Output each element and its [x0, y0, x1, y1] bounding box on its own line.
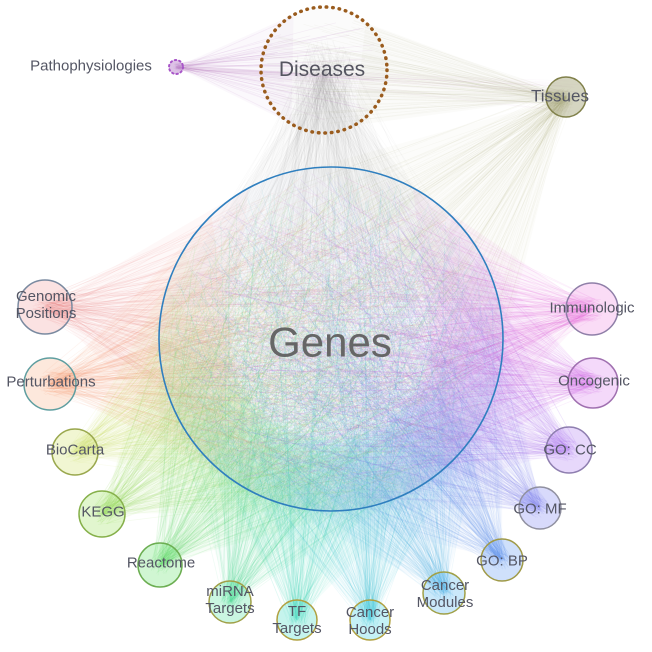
node-circle-perturbations[interactable] [23, 357, 77, 411]
edge-fan-diseases-genes [167, 39, 498, 505]
edge-wash-genomic-positions-genes [45, 188, 249, 469]
node-circle-biocarta[interactable] [51, 428, 99, 476]
edge-fan-go-mf-genes [175, 172, 551, 518]
edge-wash-tissues-diseases [354, 22, 566, 126]
node-circle-go-mf[interactable] [518, 486, 562, 530]
edge-fan-tissues-diseases [264, 19, 576, 124]
node-circle-oncogenic[interactable] [567, 357, 619, 409]
edge-wash-oncogenic-genes [405, 216, 593, 495]
edge-fan-go-bp-genes [168, 172, 513, 570]
node-circle-immunologic[interactable] [565, 282, 619, 336]
node-circle-reactome[interactable] [137, 542, 183, 588]
edge-fan-perturbations-genes [37, 175, 488, 496]
edge-fan-tf-targets-genes [172, 176, 494, 630]
edge-fan-immunologic-genes [168, 177, 604, 500]
edge-wash-cancer-hoods-genes [205, 417, 485, 620]
edge-wash-tf-targets-genes [179, 420, 460, 620]
node-circle-mirna-targets[interactable] [208, 580, 252, 624]
edge-wash-reactome-genes [159, 332, 384, 565]
edge-wash-mirna-targets-genes [164, 380, 428, 602]
node-circle-tissues[interactable] [545, 76, 587, 118]
edge-wash-pathophysiologies-diseases [176, 14, 294, 124]
node-circle-pathophysiologies[interactable] [168, 59, 184, 75]
edge-wash-kegg-genes [102, 287, 339, 514]
node-circle-cancer-modules[interactable] [422, 571, 466, 615]
wash-layer [45, 14, 593, 620]
node-circle-genomic-positions[interactable] [17, 279, 73, 335]
edge-fan-cancer-modules-genes [167, 183, 490, 604]
node-circle-tf-targets[interactable] [276, 599, 318, 641]
edge-fan-mirna-targets-genes [169, 179, 492, 612]
edge-fan-go-cc-genes [180, 178, 580, 492]
edge-wash-biocarta-genes [75, 249, 298, 508]
edge-wash-go-mf-genes [319, 291, 540, 511]
edge-wash-perturbations-genes [50, 215, 256, 494]
edge-fan-tissues-genes [167, 87, 576, 505]
node-circle-kegg[interactable] [78, 490, 126, 538]
edges-layer [32, 17, 605, 630]
node-circle-cancer-hoods[interactable] [349, 599, 391, 641]
node-circle-go-bp[interactable] [480, 538, 524, 582]
edge-fan-genomic-positions-genes [32, 183, 497, 505]
edge-fan-pathophysiologies-tissues [173, 63, 582, 113]
edge-wash-go-bp-genes [279, 330, 503, 560]
node-circle-diseases[interactable] [259, 5, 389, 135]
edge-fan-biocarta-genes [64, 176, 492, 494]
edge-fan-cancer-hoods-genes [173, 186, 492, 630]
edge-wash-cancer-modules-genes [242, 371, 500, 593]
genes-circle[interactable] [158, 166, 504, 512]
edge-fan-pathophysiologies-diseases [172, 17, 380, 125]
node-circle-go-cc[interactable] [545, 426, 593, 474]
edge-wash-go-cc-genes [360, 253, 569, 509]
edge-fan-kegg-genes [90, 174, 495, 525]
